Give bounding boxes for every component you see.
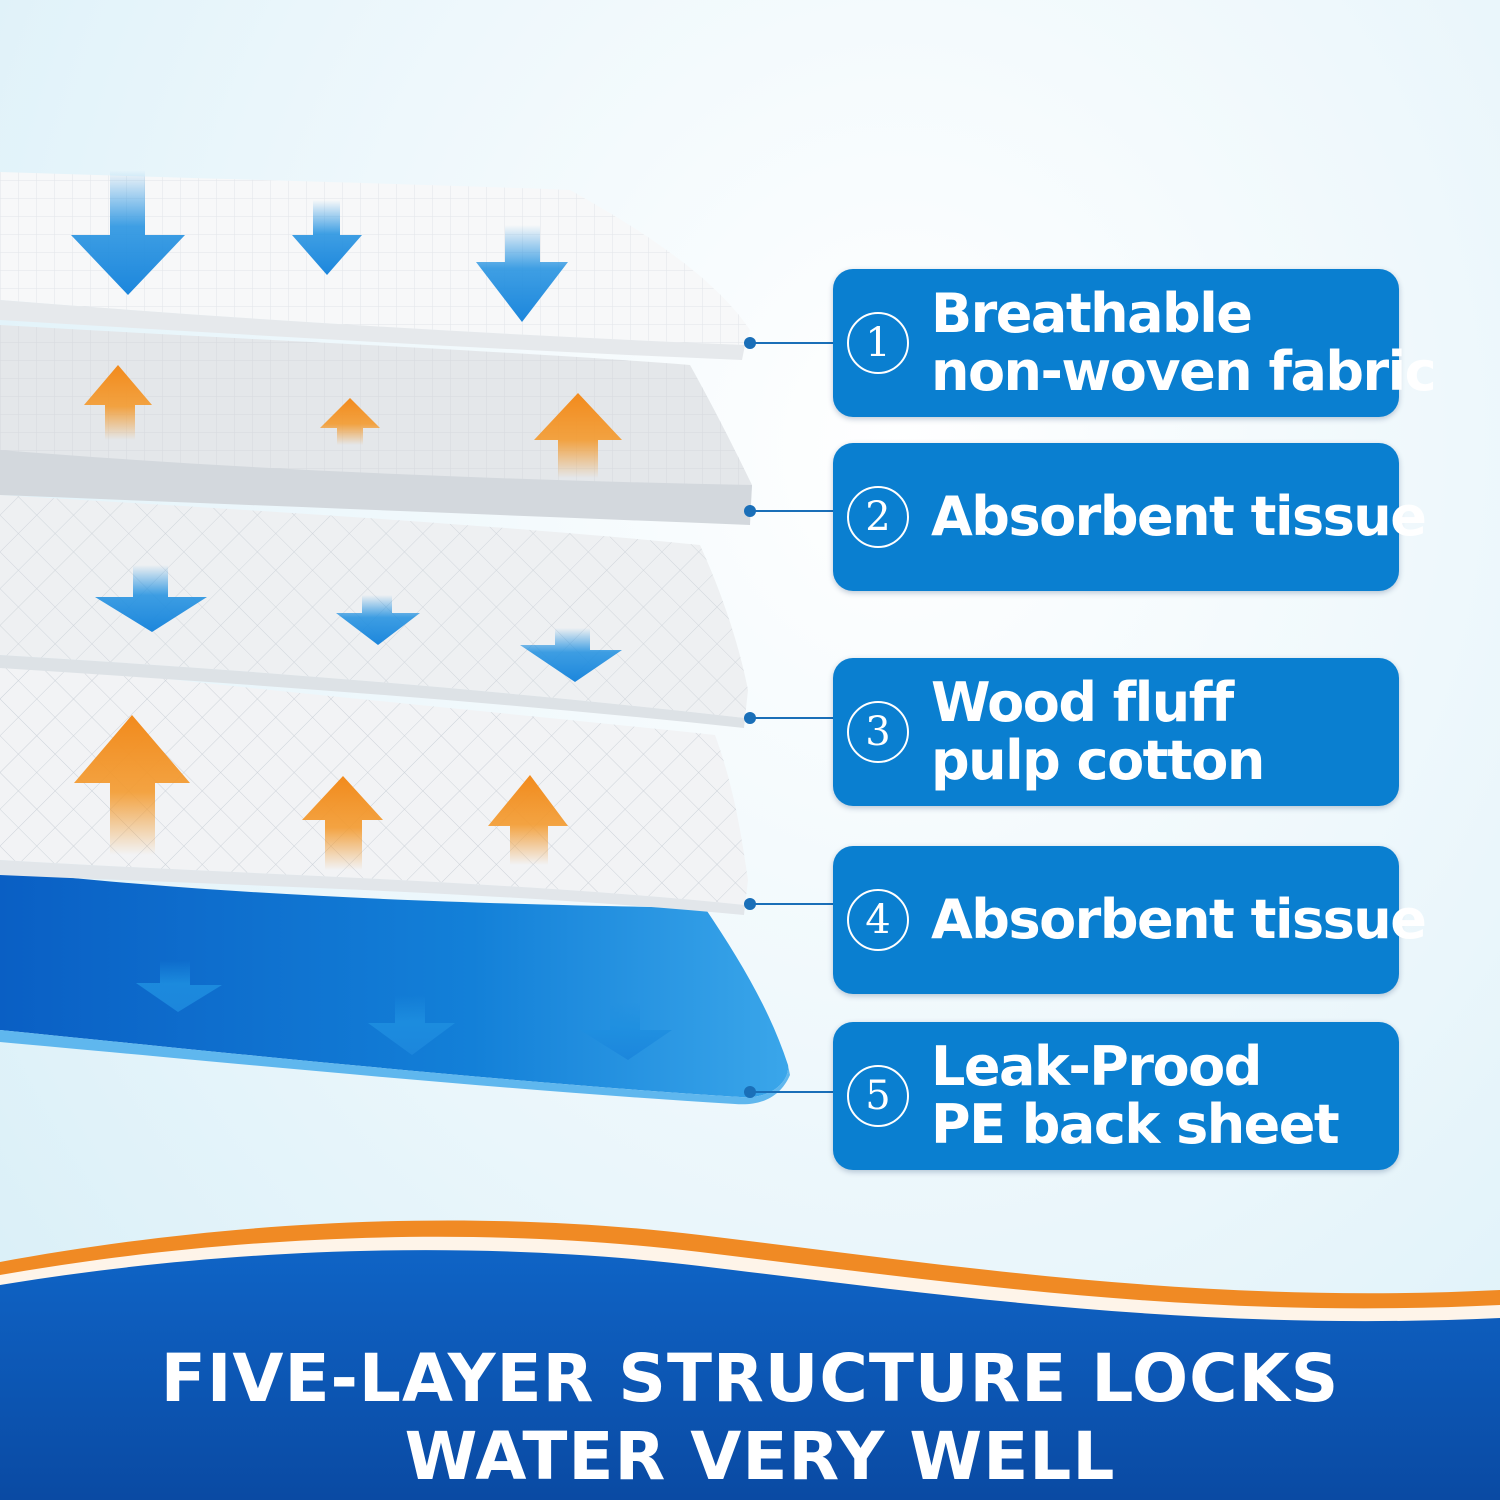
- layer-4-sheet: [0, 660, 748, 915]
- down-arrow-icon: [520, 628, 622, 682]
- layer-label-text: Leak-Prood PE back sheet: [931, 1035, 1340, 1156]
- layer-label-text: Breathable non-woven fabric: [931, 282, 1437, 403]
- layer-label-3: 3 Wood fluff pulp cotton: [833, 658, 1399, 806]
- connector-2: [744, 505, 833, 517]
- bottom-band: [0, 1220, 1500, 1500]
- number-badge: 4: [847, 889, 909, 951]
- layer-label-4: 4 Absorbent tissue: [833, 846, 1427, 994]
- down-arrow-icon: [95, 565, 207, 632]
- connector-3: [744, 712, 833, 724]
- connector-5: [744, 1086, 833, 1098]
- connector-1: [744, 337, 833, 349]
- number-badge: 2: [847, 486, 909, 548]
- layer-label-1: 1 Breathable non-woven fabric: [833, 269, 1437, 417]
- number-badge: 1: [847, 312, 909, 374]
- up-arrow-icon: [534, 393, 622, 478]
- down-arrow-icon: [71, 170, 185, 295]
- down-arrow-icon: [136, 960, 222, 1012]
- layer-5-sheet: [0, 870, 790, 1105]
- down-arrow-icon: [580, 1002, 672, 1060]
- number-badge: 5: [847, 1065, 909, 1127]
- tagline-line-2: WATER VERY WELL: [404, 1418, 1116, 1495]
- layer-label-2: 2 Absorbent tissue: [833, 443, 1427, 591]
- layer-1-sheet: [0, 172, 750, 360]
- layer-label-5: 5 Leak-Prood PE back sheet: [833, 1022, 1399, 1170]
- layer-label-text: Absorbent tissue: [931, 888, 1427, 951]
- up-arrow-icon: [302, 776, 383, 870]
- up-arrow-icon: [74, 715, 190, 855]
- up-arrow-icon: [488, 775, 568, 865]
- layer-label-text: Wood fluff pulp cotton: [931, 671, 1265, 792]
- number-badge: 3: [847, 701, 909, 763]
- down-arrow-icon: [368, 995, 455, 1055]
- layer-label-text: Absorbent tissue: [931, 485, 1427, 548]
- up-arrow-icon: [84, 365, 152, 440]
- down-arrow-icon: [476, 225, 568, 322]
- connector-4: [744, 898, 833, 910]
- down-arrow-icon: [336, 595, 420, 645]
- down-arrow-icon: [292, 200, 362, 275]
- tagline-line-1: FIVE-LAYER STRUCTURE LOCKS: [160, 1340, 1340, 1417]
- up-arrow-icon: [320, 398, 380, 445]
